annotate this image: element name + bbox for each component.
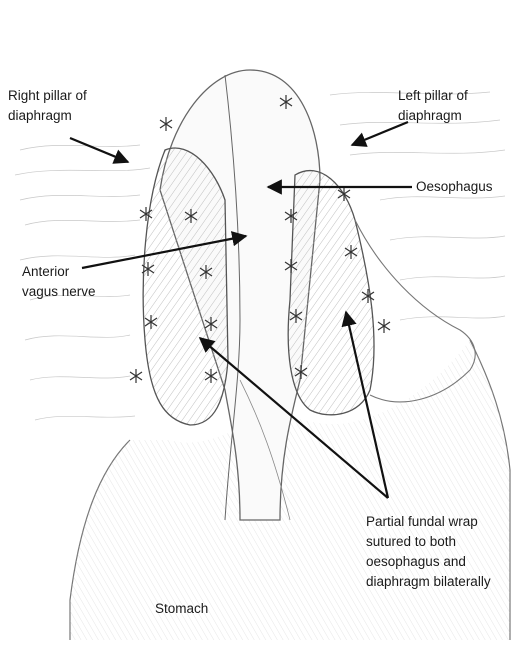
suture-knot	[130, 369, 142, 383]
label-right-pillar: Right pillar of diaphragm	[8, 86, 87, 126]
label-anterior-vagus: Anterior vagus nerve	[22, 262, 96, 302]
label-left-pillar: Left pillar of diaphragm	[398, 86, 468, 126]
suture-knot	[160, 117, 172, 131]
label-partial-wrap: Partial fundal wrap sutured to both oeso…	[366, 512, 491, 592]
right-wrap-flap	[143, 148, 228, 425]
suture-knot	[378, 319, 390, 333]
arrow-right-pillar	[70, 138, 128, 162]
label-oesophagus: Oesophagus	[416, 177, 493, 197]
label-stomach: Stomach	[155, 599, 208, 619]
